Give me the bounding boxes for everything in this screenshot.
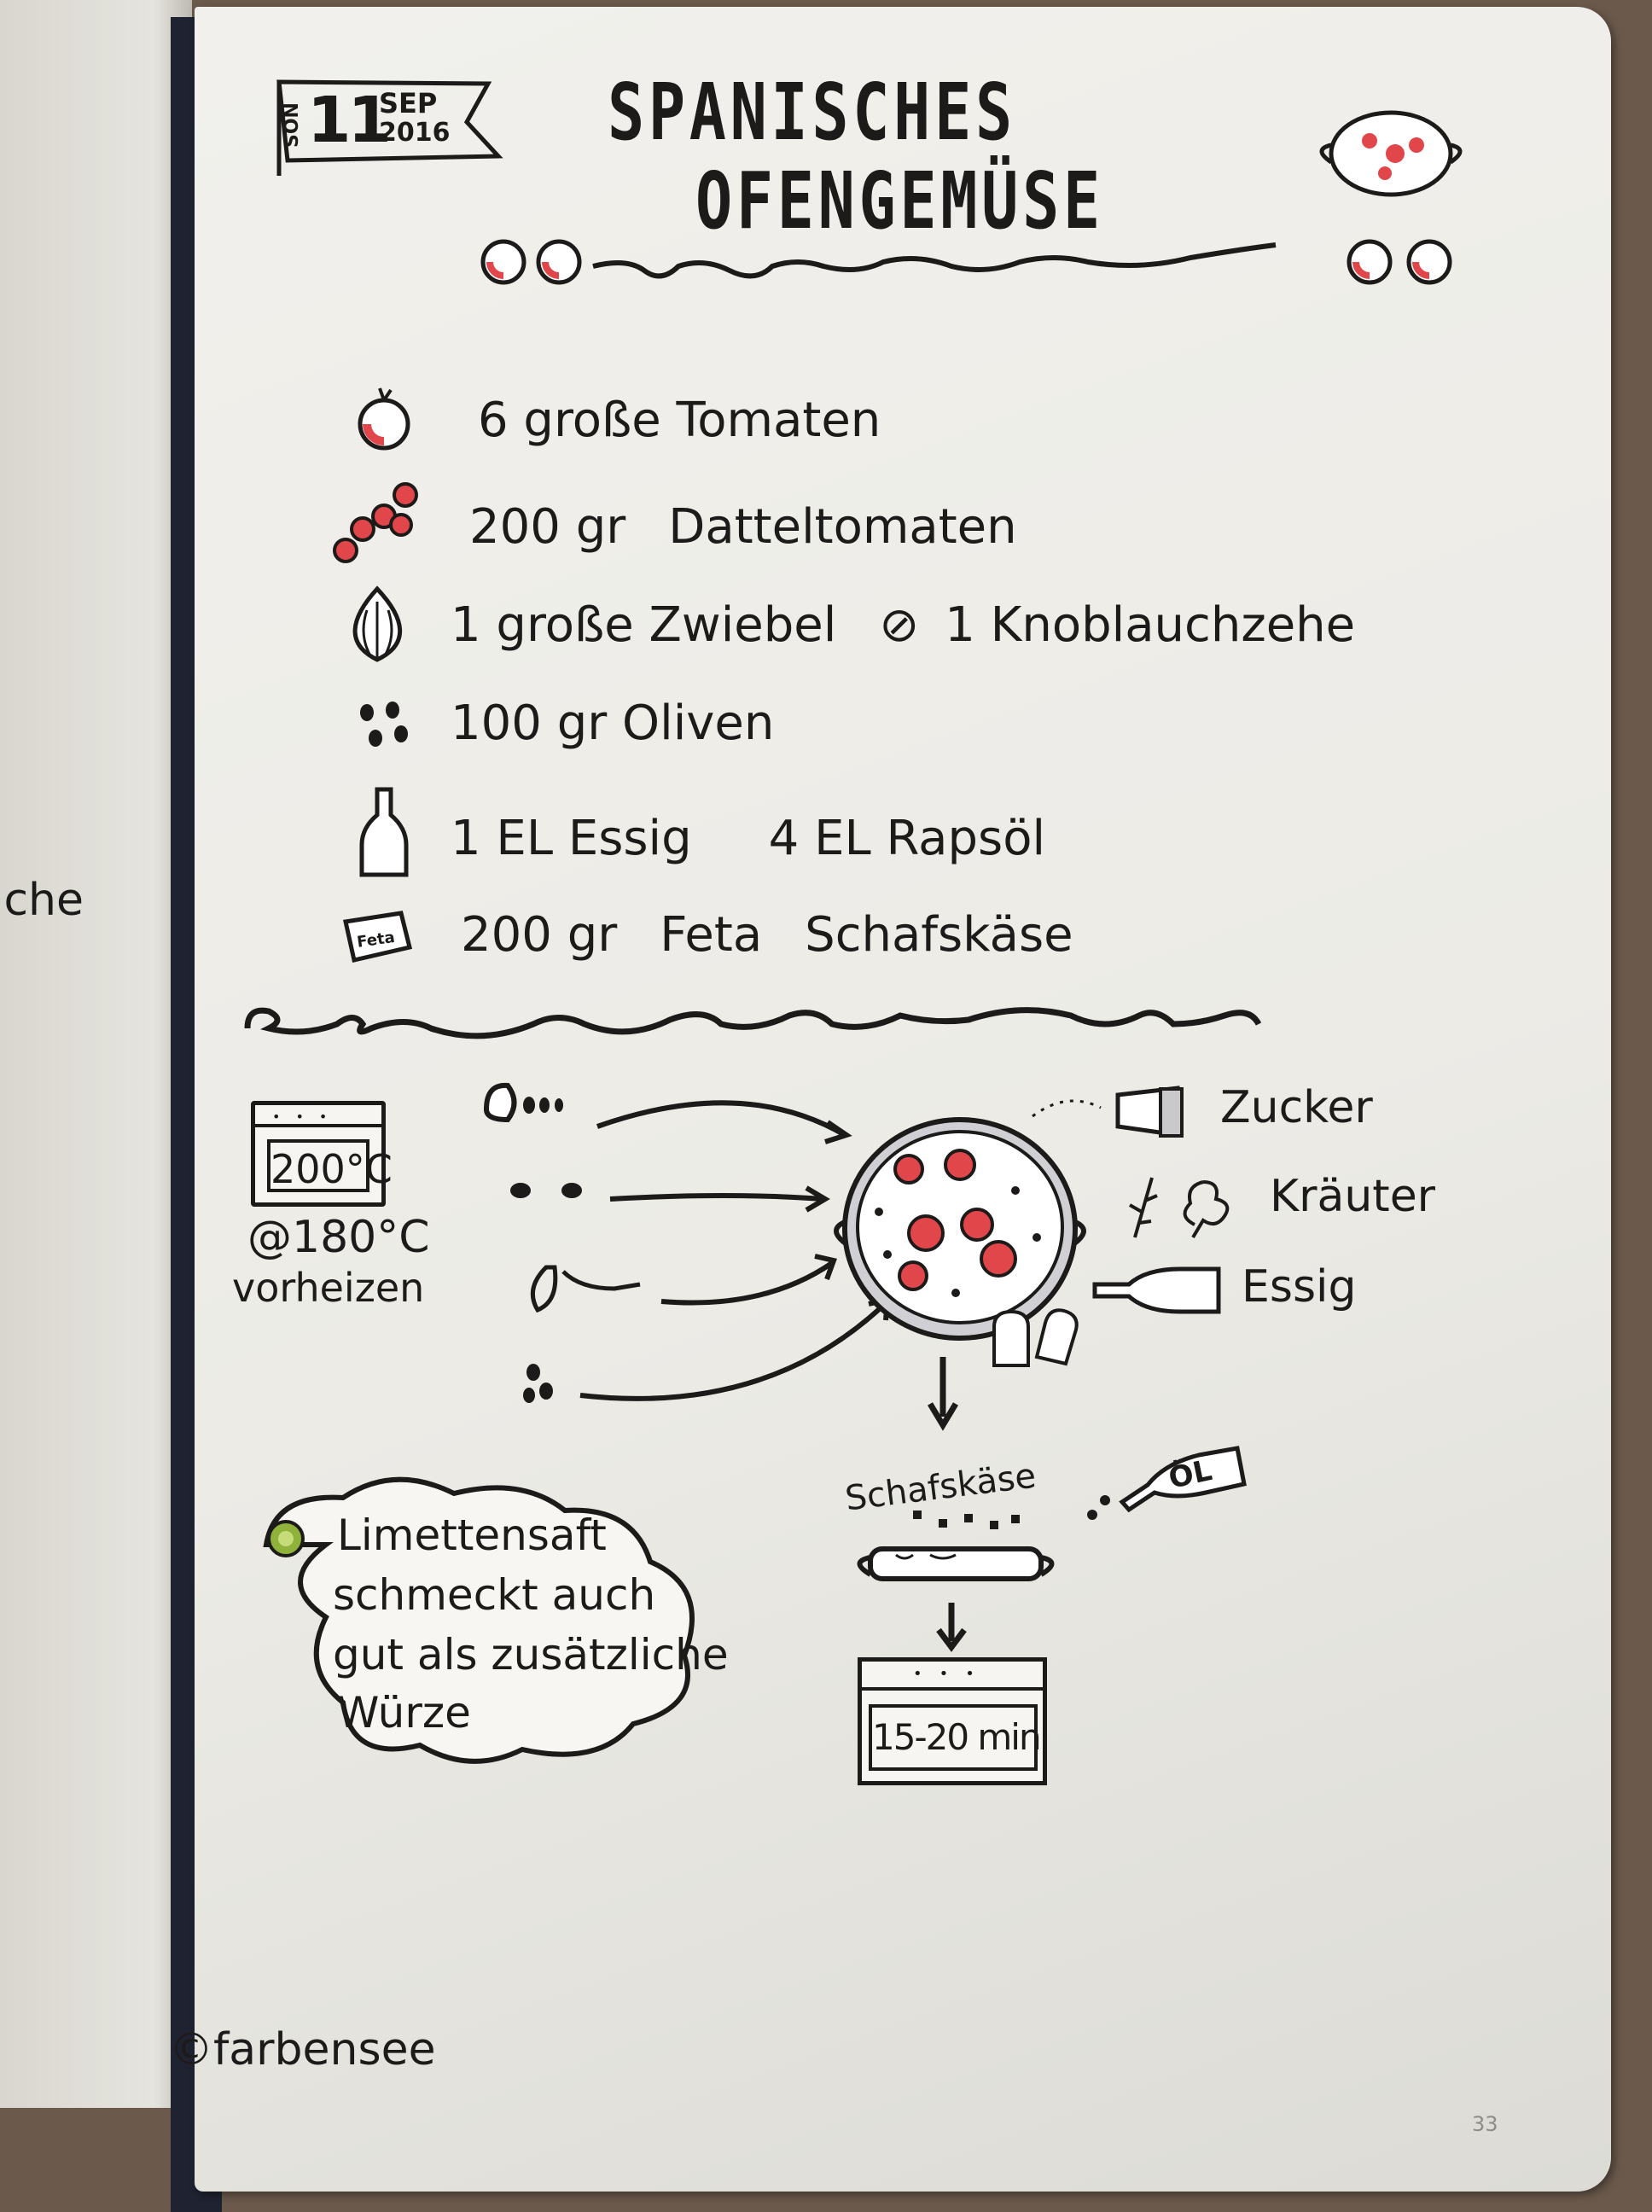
pan-icon [834,1117,1086,1341]
left-page: iche [0,0,192,2108]
page-number: 33 [1472,2112,1498,2136]
tip-line: Würze [337,1688,471,1738]
cherry-tomatoes-icon [333,482,418,563]
tomato-icon [358,387,410,451]
tip-cloud-icon [263,1476,695,1764]
tip-line: Limettensaft [337,1511,607,1560]
herbs-label: Kräuter [1270,1171,1436,1222]
tip-line: gut als zusätzliche [333,1630,729,1679]
process-arrows [483,1082,891,1403]
date-year: 2016 [379,118,451,148]
feta-icon: Feta [342,911,413,963]
left-page-text: iche [0,875,84,926]
ingredient-row: 6 große Tomaten [354,386,881,457]
vinegar-label: Essig [1242,1261,1357,1313]
tip-line: schmeckt auch [333,1570,656,1620]
convection-temperature: @180°C [247,1212,430,1263]
sugar-label: Zucker [1220,1082,1373,1133]
ingredient-row: 100 gr Oliven [354,696,774,754]
lime-icon [267,1520,305,1557]
paella-pan-icon [1319,110,1463,197]
ingredient-row: 1 große Zwiebel⊘1 Knoblauchzehe [341,585,1355,669]
oven-temperature: 200°C [267,1139,393,1192]
bottle-icon [359,787,409,877]
title-divider-icon [480,239,1452,285]
arrow-down-icon [927,1357,959,1431]
banner-shape-icon [276,79,503,176]
olives-icon [360,701,408,747]
section-divider-icon [244,1007,1262,1039]
recipe-page [195,7,1611,2192]
herbs-icon [1129,1177,1230,1239]
onion-icon [352,585,403,662]
title-line-1: SPANISCHES [608,67,1016,158]
garlic-icon: ⊘ [879,597,920,653]
ingredient-text: 1 große Zwiebel⊘1 Knoblauchzehe [451,597,1356,653]
preheat-label: vorheizen [232,1265,425,1311]
date-day: 11 [307,84,392,157]
ingredient-text: 6 große Tomaten [478,393,881,448]
oven-icon: ••• 200°C [251,1101,393,1207]
sugar-shaker-icon [1032,1086,1184,1138]
arrow-down-icon [936,1603,967,1652]
oil-bottle-icon: ÖL [1087,1446,1247,1520]
baking-dish-icon [857,1511,1055,1581]
date-month: SEP [379,87,438,119]
bake-time: 15-20 min [869,1704,1042,1771]
title-line-2: OFENGEMÜSE [695,155,1104,247]
vinegar-bottle-icon [1092,1266,1221,1314]
date-banner: SON 11 SEP 2016 [275,75,505,178]
credit: ©farbensee [169,2024,436,2075]
salt-pepper-icon [992,1308,1079,1367]
date-weekday: SON [282,102,303,148]
ingredient-text: 100 gr Oliven [451,696,775,751]
oven-timer-icon: ••• 15-20 min [858,1657,1047,1785]
